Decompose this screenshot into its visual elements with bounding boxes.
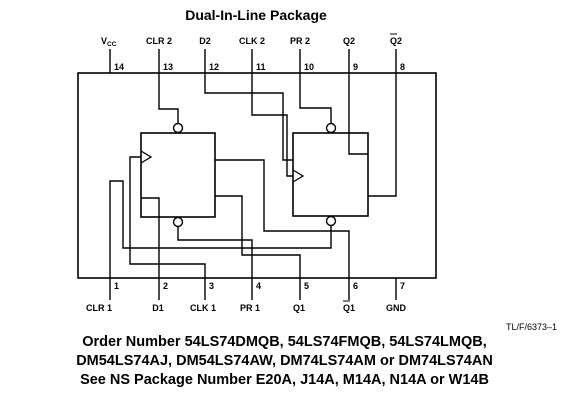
top-pin-leads	[109, 49, 397, 73]
pin-4-number: 4	[256, 281, 261, 291]
bottom-pin-leads	[109, 278, 397, 300]
pin-3-label: CLK 1	[190, 303, 216, 313]
pin-1-label: CLR 1	[86, 303, 112, 313]
diagram-title: Dual-In-Line Package	[185, 7, 327, 23]
pin-2-label: D1	[152, 303, 164, 313]
clear-bubble-1	[172, 216, 184, 228]
pin-6-label: Q1	[343, 303, 355, 313]
clear-bubble-2	[325, 215, 337, 227]
package-number-line: See NS Package Number E20A, J14A, M14A, …	[80, 372, 489, 388]
clock-input-symbol-1	[140, 150, 153, 164]
pin-8-label: Q2	[390, 36, 402, 46]
pin-14-label: VCC	[101, 36, 117, 48]
pin-7-label: GND	[386, 303, 407, 313]
flip-flop-1	[140, 132, 216, 218]
pin-5-label: Q1	[293, 303, 305, 313]
pin-11-label: CLK 2	[239, 36, 265, 46]
pin-2-number: 2	[163, 281, 168, 291]
pin-4-label: PR 1	[240, 303, 260, 313]
pin-13-label: CLR 2	[146, 36, 172, 46]
pin-9-label: Q2	[343, 36, 355, 46]
order-number-line-1: Order Number 54LS74DMQB, 54LS74FMQB, 54L…	[82, 334, 487, 350]
flip-flop-2	[292, 132, 369, 217]
order-number-line-2: DM54LS74AJ, DM54LS74AW, DM74LS74AM or DM…	[76, 353, 493, 369]
pin-9-number: 9	[353, 62, 358, 72]
pin-8-number: 8	[400, 62, 405, 72]
pin-10-label: PR 2	[290, 36, 310, 46]
pin-12-number: 12	[209, 62, 219, 72]
pin-6-number: 6	[353, 281, 358, 291]
clock-input-symbol-2	[292, 169, 305, 183]
preset-bubble-2	[325, 122, 337, 134]
pin-7-number: 7	[400, 281, 405, 291]
pin-11-number: 11	[256, 62, 266, 72]
figure-reference: TL/F/6373–1	[506, 322, 557, 332]
pin-5-number: 5	[304, 281, 309, 291]
pin-1-number: 1	[114, 281, 119, 291]
pin-14-number: 14	[114, 62, 124, 72]
pin-10-number: 10	[304, 62, 314, 72]
pin-3-number: 3	[209, 281, 214, 291]
package-outline	[77, 72, 437, 279]
pin-13-number: 13	[163, 62, 173, 72]
internal-wiring	[109, 73, 397, 278]
preset-bubble-1	[172, 122, 184, 134]
pin-12-label: D2	[199, 36, 211, 46]
